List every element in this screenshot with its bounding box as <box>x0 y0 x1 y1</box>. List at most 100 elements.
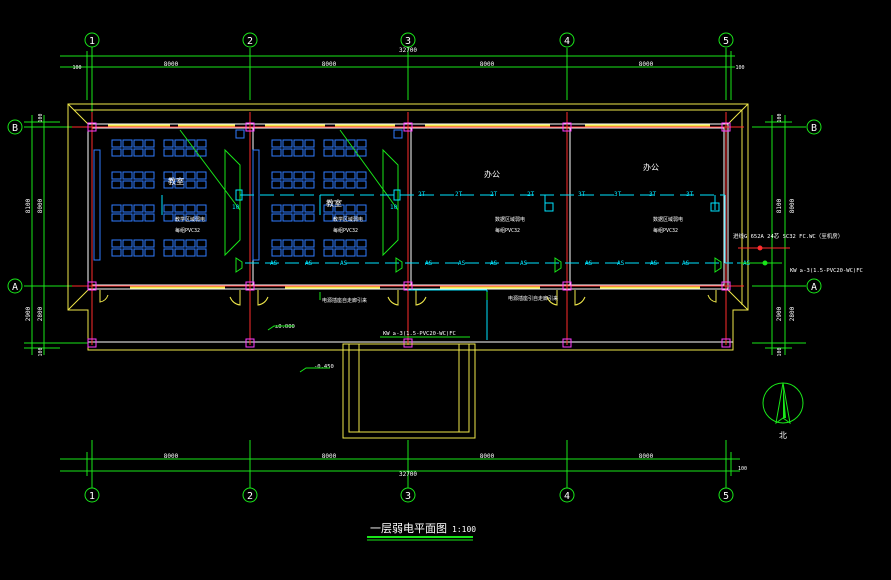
data-outlet <box>544 202 554 212</box>
desk <box>345 213 356 222</box>
speaker <box>395 257 403 273</box>
row-grid-bubbles: B A B A <box>7 119 822 294</box>
incoming-cable-note: 进线G 652A 24芯 SC32 FC.WC（至机房） <box>733 232 843 240</box>
desk <box>271 248 282 257</box>
room-note: 教学区域弱电 <box>333 216 363 223</box>
grid-bubble <box>84 32 100 48</box>
desk <box>163 204 174 213</box>
dimension-text: 8100 <box>25 198 32 213</box>
desk <box>144 180 155 189</box>
desk <box>345 171 356 180</box>
drawing-title: 一层弱电平面图 1:100 <box>367 522 476 541</box>
cable-tag: 3T <box>649 191 657 198</box>
desk <box>304 171 315 180</box>
cable-tag: AS <box>270 260 278 267</box>
desk <box>174 204 185 213</box>
desk <box>356 213 367 222</box>
speaker <box>235 257 243 273</box>
desk <box>304 139 315 148</box>
desk <box>196 204 207 213</box>
data-outlet <box>235 189 243 201</box>
desk <box>282 204 293 213</box>
desk <box>144 148 155 157</box>
desk <box>271 213 282 222</box>
desk <box>196 180 207 189</box>
bay-dimension: 8000 <box>639 453 654 460</box>
bay-dimension: 8000 <box>322 61 337 68</box>
dimension-text: 100 <box>38 113 44 122</box>
desk <box>293 239 304 248</box>
desk <box>133 148 144 157</box>
cable-tag: 10 <box>232 204 240 211</box>
cable-tag: 2T <box>418 191 426 198</box>
cable-tag: AS <box>490 260 498 267</box>
desk <box>163 180 174 189</box>
cable-runs <box>161 194 775 340</box>
desk <box>334 148 345 157</box>
cable-tag: AS <box>425 260 433 267</box>
grid-bubble <box>400 487 416 503</box>
desk <box>122 213 133 222</box>
desk <box>334 139 345 148</box>
desk <box>111 239 122 248</box>
desk <box>345 139 356 148</box>
desk <box>345 148 356 157</box>
desk <box>334 204 345 213</box>
bay-dimension: 8000 <box>639 61 654 68</box>
grid-label: 1 <box>89 36 95 47</box>
outlet-callout: 电源插座自走廊引来 <box>322 297 367 304</box>
desk <box>304 213 315 222</box>
desk <box>356 171 367 180</box>
dimension-text: 2900 <box>25 306 32 321</box>
bay-dimension: 8000 <box>164 61 179 68</box>
cable-tag: 3T <box>686 191 694 198</box>
desk <box>293 204 304 213</box>
door-swings <box>99 290 717 306</box>
room-note: 每组PVC32 <box>333 227 358 234</box>
desk <box>196 213 207 222</box>
desk <box>356 239 367 248</box>
grid-label: B <box>12 123 18 134</box>
room-label: 办公 <box>484 169 500 179</box>
desk <box>271 180 282 189</box>
cable-tag: 3T <box>578 191 586 198</box>
desk <box>174 148 185 157</box>
desk <box>174 239 185 248</box>
desk <box>304 148 315 157</box>
dimension-text: 8000 <box>37 198 44 213</box>
desk <box>282 248 293 257</box>
total-dimension-top: 32700 <box>399 47 417 54</box>
desk <box>271 239 282 248</box>
cable-tag: AS <box>520 260 528 267</box>
desk <box>163 213 174 222</box>
desk <box>174 248 185 257</box>
desk <box>185 139 196 148</box>
entrance-steps <box>342 343 476 439</box>
desk <box>334 248 345 257</box>
desk <box>122 180 133 189</box>
desk <box>356 180 367 189</box>
room-label: 教室 <box>326 198 342 208</box>
classroom-1-desks <box>111 139 207 257</box>
cable-tag: AS <box>340 260 348 267</box>
grid-bubble <box>242 32 258 48</box>
cable-tag: 2T <box>527 191 535 198</box>
cable-labels: 2T 2T 2T 2T 3T 3T 3T 3T 10 10 AS AS AS A… <box>232 191 751 267</box>
desk <box>196 248 207 257</box>
grid-bubble <box>718 487 734 503</box>
level-mark: ±0.000 <box>275 324 295 330</box>
level-mark: -0.450 <box>314 364 334 370</box>
grid-label: 4 <box>564 36 570 47</box>
desk <box>122 248 133 257</box>
cable-tag: AS <box>305 260 313 267</box>
grid-label: A <box>12 282 18 293</box>
desk <box>323 204 334 213</box>
desk <box>133 213 144 222</box>
cable-tag: 2T <box>490 191 498 198</box>
desk <box>356 139 367 148</box>
desk <box>282 239 293 248</box>
desk <box>293 148 304 157</box>
desk <box>356 204 367 213</box>
columns <box>87 122 731 348</box>
grid-label: B <box>811 123 817 134</box>
